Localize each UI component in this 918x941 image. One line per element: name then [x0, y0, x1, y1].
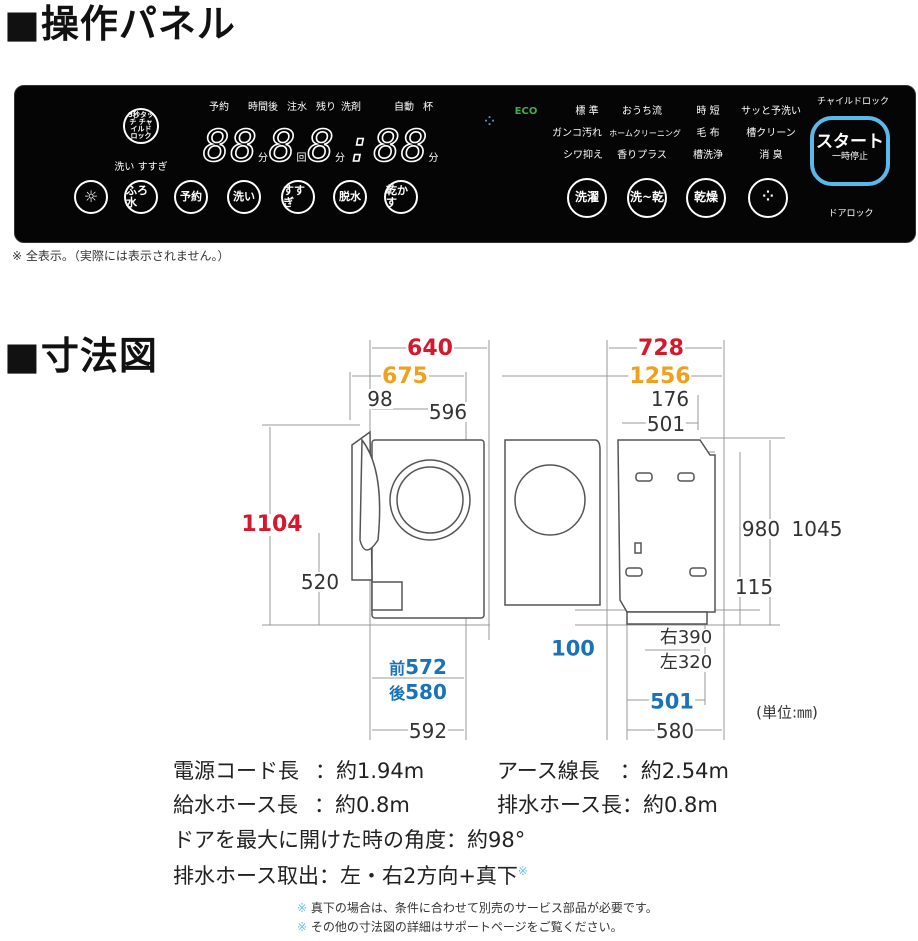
dim-rear-580: 後580 [388, 680, 448, 704]
dim-1045: 1045 [790, 517, 844, 541]
bath-water-button[interactable]: ふろ水 [124, 180, 158, 214]
dim-592: 592 [407, 719, 449, 743]
mode-label[interactable]: サッと予洗い [741, 106, 801, 117]
spec-drain-outlet: 排水ホース取出：左・右2方向+真下※ [173, 864, 528, 888]
lcd-label: 時間後 [248, 102, 278, 113]
spin-button[interactable]: 脱水 [333, 180, 367, 214]
dim-right-390: 右390 [658, 627, 714, 648]
dim-980: 980 [740, 517, 782, 541]
lcd-label: 注水 [287, 102, 307, 113]
mode-label[interactable]: ホームクリーニング [609, 129, 681, 138]
light-button[interactable]: ☼ [74, 180, 108, 214]
pause-label: 一時停止 [831, 152, 868, 163]
grape-ion-icon: ⁘ [481, 111, 497, 132]
mode-label[interactable]: 槽洗浄 [693, 150, 723, 161]
spec-supply-hose: 給水ホース長：約0.8m [173, 793, 410, 817]
dim-1104: 1104 [240, 512, 304, 537]
child-lock-label: チャイルドロック [817, 97, 889, 107]
mode-label[interactable]: 香りプラス [617, 150, 667, 161]
spec-ground-wire: アース線長：約2.54m [497, 759, 729, 783]
start-label: スタート [816, 132, 884, 152]
dim-728: 728 [637, 336, 685, 361]
lcd-label: 予約 [209, 102, 229, 113]
dim-580: 580 [654, 719, 696, 743]
spec-drain-hose: 排水ホース長：約0.8m [497, 793, 718, 817]
panel-note: ※ 全表示。（実際には表示されません。） [12, 249, 230, 263]
dim-left-320: 左320 [658, 652, 714, 673]
lcd-display: 88分8回8分:88分 [202, 121, 440, 172]
spec-power-cord: 電源コード長：約1.94m [173, 759, 425, 783]
dim-501-bottom: 501 [649, 689, 695, 714]
mode-label[interactable]: ガンコ汚れ [552, 128, 602, 139]
dim-98: 98 [366, 387, 394, 411]
dry-course-button[interactable]: 乾燥 [686, 178, 726, 218]
dim-640: 640 [406, 336, 454, 361]
ion-button[interactable]: ⁘ [748, 178, 788, 218]
dim-675: 675 [381, 364, 429, 389]
lcd-label: 洗剤 [341, 102, 361, 113]
dim-front-572: 前572 [388, 655, 448, 679]
mode-label[interactable]: 標 準 [575, 106, 599, 117]
dimension-heading: ■寸法図 [4, 334, 158, 378]
mode-label[interactable]: 時 短 [696, 106, 720, 117]
wash-rinse-label: 洗い すすぎ [114, 162, 168, 173]
grape-ion-icon: ⁘ [762, 189, 774, 206]
mode-label[interactable]: 槽クリーン [746, 128, 796, 139]
start-button[interactable]: スタート 一時停止 [810, 116, 890, 186]
mode-label[interactable]: おうち流 [622, 106, 662, 117]
unit-label: (単位:㎜) [755, 703, 819, 722]
wash-dry-course-button[interactable]: 洗~乾 [627, 178, 667, 218]
dim-115: 115 [733, 575, 775, 599]
control-panel: 予約 時間後 注水 残り 洗剤 自動 杯 88分8回8分:88分 3秒タッチ チ… [14, 85, 916, 243]
child-lock-touch-button[interactable]: 3秒タッチ チャイルド ロック [123, 108, 159, 144]
wash-course-button[interactable]: 洗濯 [567, 178, 607, 218]
dry-button[interactable]: 乾かす [384, 180, 418, 214]
rinse-button[interactable]: すすぎ [281, 180, 315, 214]
dim-100: 100 [550, 636, 596, 661]
dim-501-top: 501 [645, 412, 687, 436]
lcd-label: 残り [316, 102, 336, 113]
dim-596: 596 [427, 400, 469, 424]
mode-label[interactable]: シワ抑え [563, 150, 603, 161]
mode-label[interactable]: 消 臭 [759, 150, 783, 161]
light-bulb-icon: ☼ [83, 187, 99, 207]
lcd-label: 自動 [394, 102, 414, 113]
spec-door-angle: ドアを最大に開けた時の角度：約98° [173, 828, 526, 852]
dim-176: 176 [649, 387, 691, 411]
eco-label: ECO [514, 106, 538, 117]
wash-button[interactable]: 洗い [227, 180, 261, 214]
door-lock-label: ドアロック [828, 209, 874, 219]
dim-1256: 1256 [628, 364, 692, 389]
reserve-button[interactable]: 予約 [174, 180, 208, 214]
footnote: ※ その他の寸法図の詳細はサポートページをご覧ください。 [297, 920, 623, 934]
panel-heading: ■操作パネル [4, 2, 236, 46]
mode-label[interactable]: 毛 布 [696, 128, 720, 139]
dim-520: 520 [299, 570, 341, 594]
lcd-label: 杯 [423, 102, 433, 113]
footnote: ※ 真下の場合は、条件に合わせて別売のサービス部品が必要です。 [297, 901, 658, 915]
